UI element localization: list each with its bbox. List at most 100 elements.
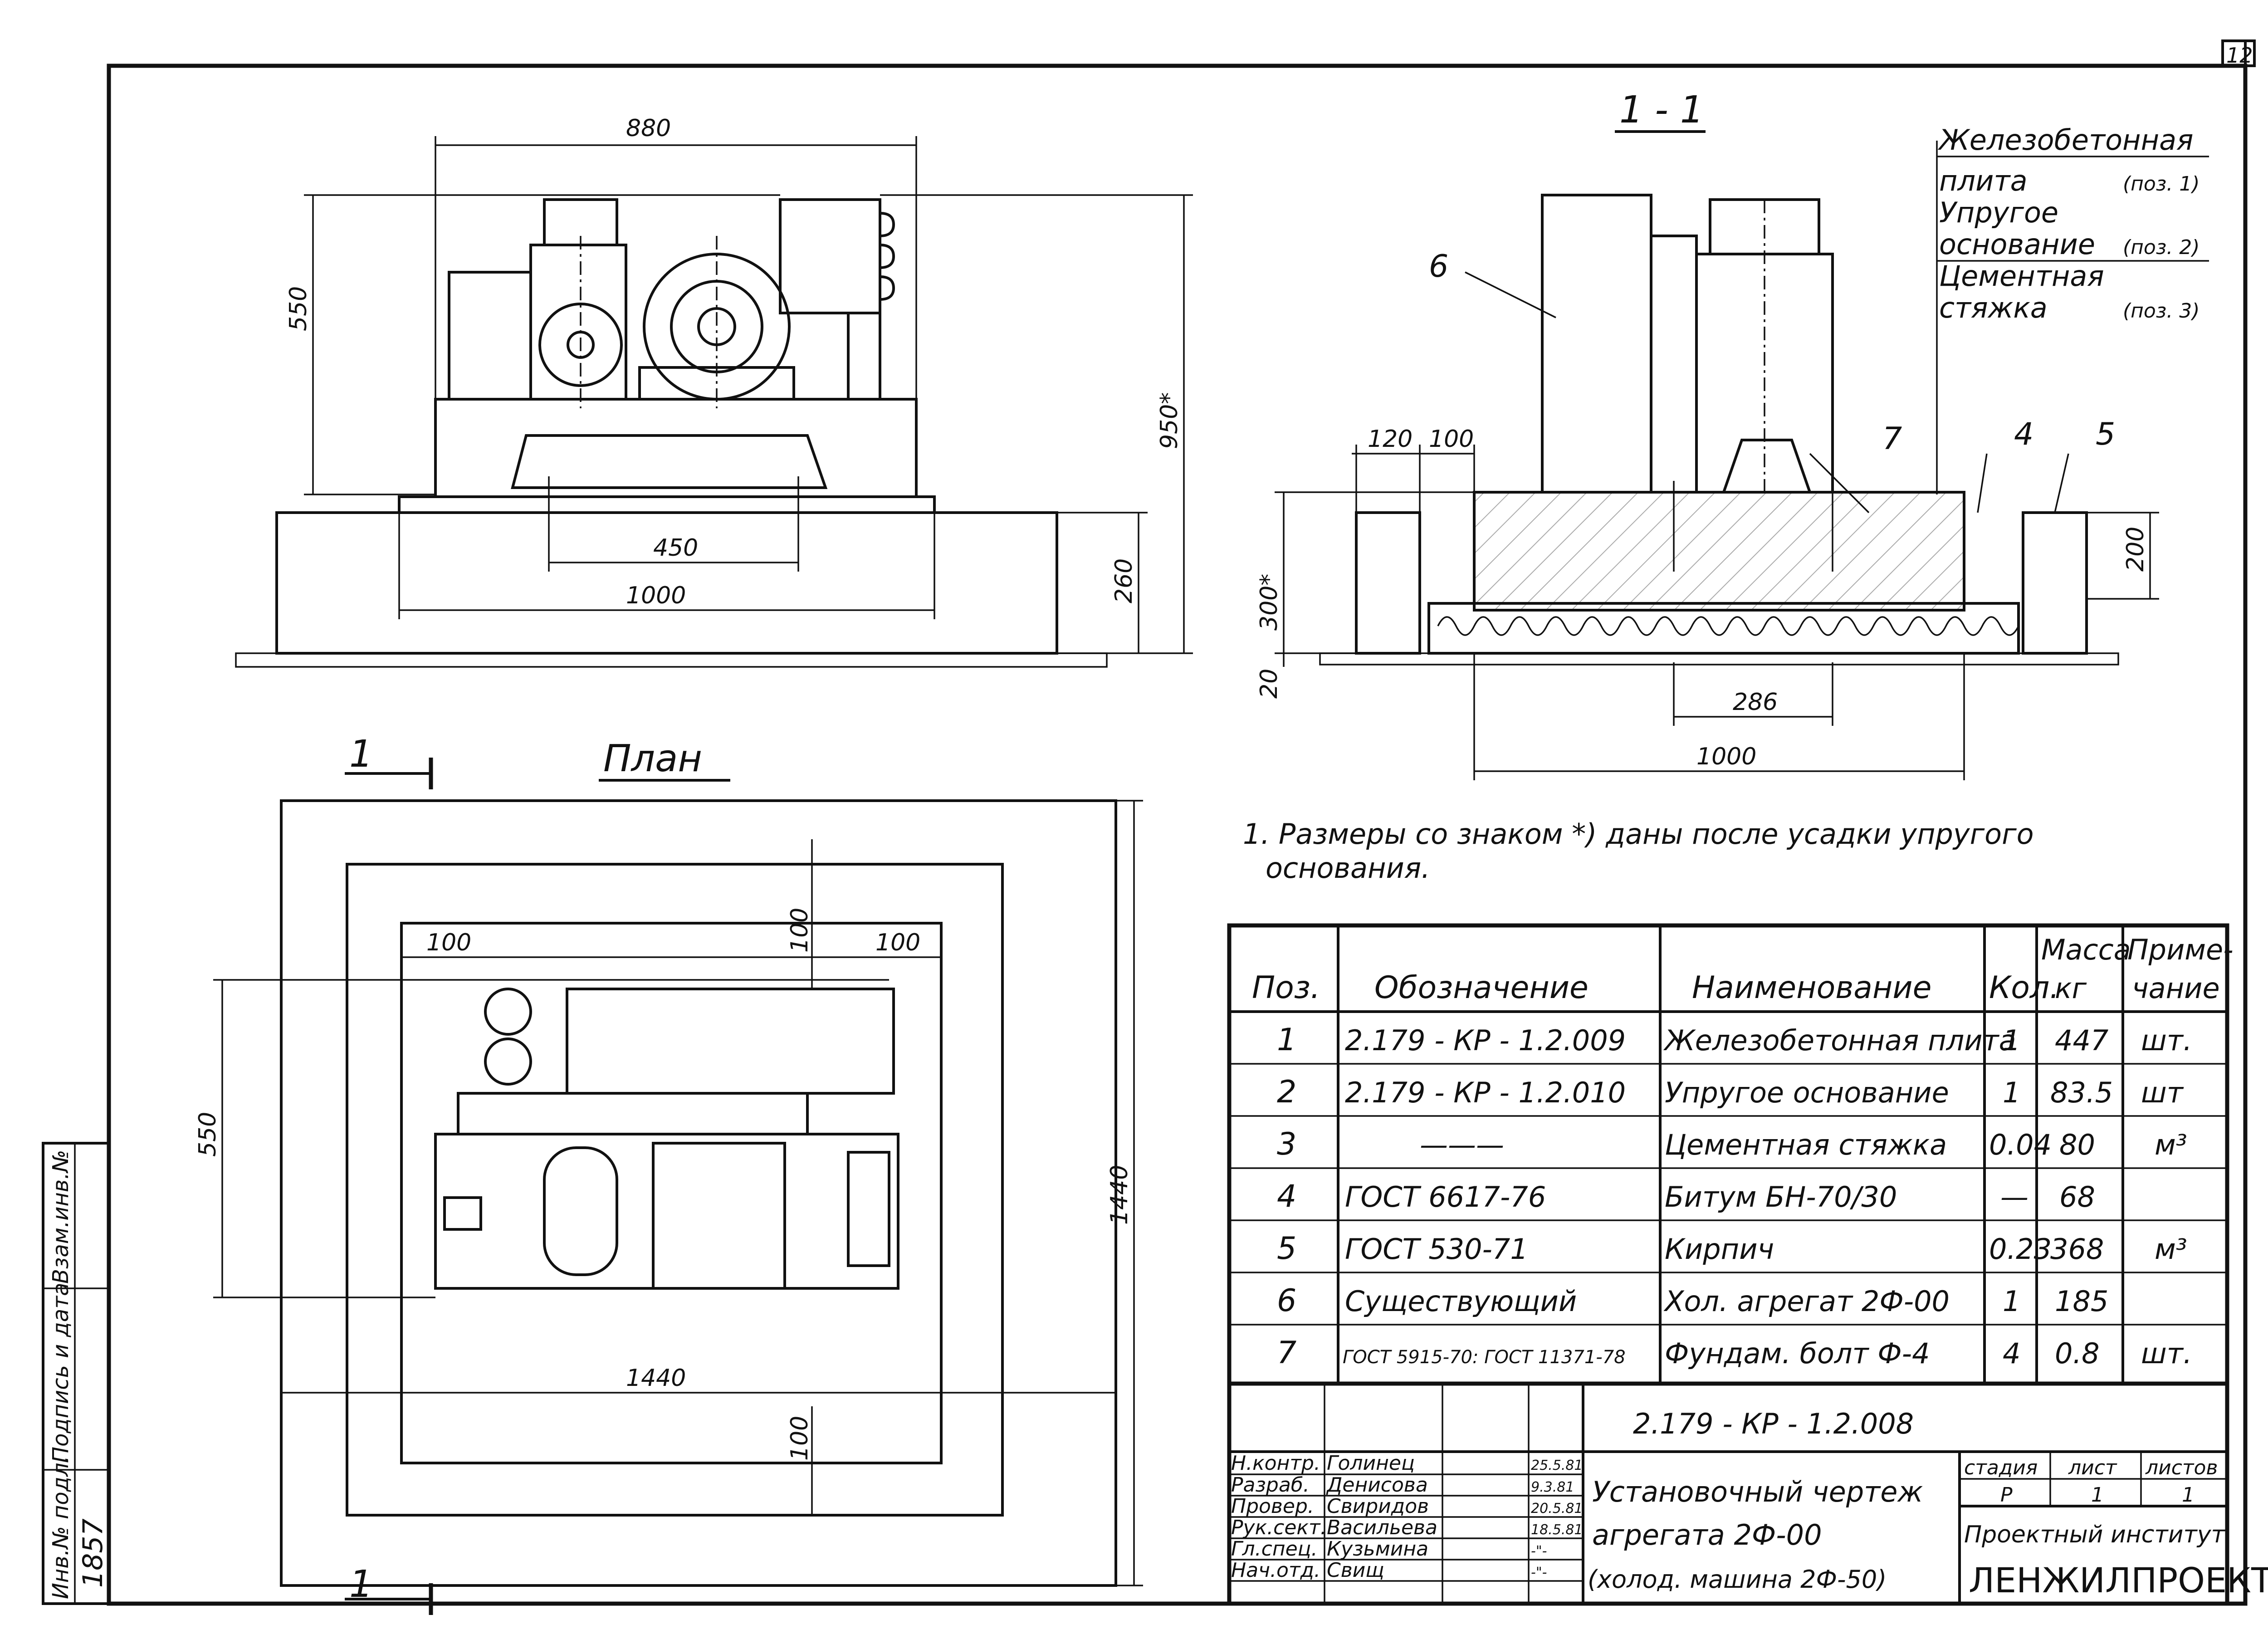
sig-name: Свиридов xyxy=(1327,1495,1429,1518)
sheet-value: 1 xyxy=(2091,1483,2104,1507)
cell-pos: 7 xyxy=(1277,1335,1296,1371)
spec-table-row: 4 ГОСТ 6617-76 Битум БН-70/30 — 68 xyxy=(1277,1179,2095,1214)
signature-row: Рук.сект. Васильева 18.5.81 xyxy=(1231,1516,1583,1539)
cell-designation: Существующий xyxy=(1345,1285,1577,1318)
sheet-number: 12 xyxy=(2226,43,2253,68)
cell-qty: 1 xyxy=(2003,1076,2020,1109)
sig-role: Разраб. xyxy=(1231,1473,1310,1497)
plan-view xyxy=(213,758,1143,1615)
cell-note: м³ xyxy=(2155,1128,2187,1161)
spec-table-grid xyxy=(1227,923,2229,1386)
sig-role: Нач.отд. xyxy=(1231,1559,1320,1582)
legend-1-line2: плита xyxy=(1939,164,2028,197)
plan-dim-550: 550 xyxy=(194,1112,221,1157)
signature-row: Нач.отд. Свищ -"- xyxy=(1231,1559,1547,1582)
sig-date: -"- xyxy=(1531,1543,1547,1559)
sig-role: Гл.спец. xyxy=(1231,1537,1318,1561)
cell-mass: 185 xyxy=(2055,1285,2108,1318)
cell-name: Фундам. болт Ф-4 xyxy=(1665,1337,1930,1370)
th-note-2: чание xyxy=(2132,972,2220,1005)
cell-mass: 80 xyxy=(2059,1128,2095,1161)
th-mass-1: Масса xyxy=(2041,933,2131,966)
cell-name: Хол. агрегат 2Ф-00 xyxy=(1663,1285,1950,1318)
sig-name: Голинец xyxy=(1327,1452,1415,1475)
legend-1-ref: (поз. 1) xyxy=(2123,172,2200,196)
spec-table-row: 5 ГОСТ 530-71 Кирпич 0.23 368 м³ xyxy=(1277,1231,2187,1267)
th-mass-2: кг xyxy=(2055,972,2087,1005)
stage-value: Р xyxy=(2000,1483,2013,1507)
spec-table-row: 2 2.179 - КР - 1.2.010 Упругое основание… xyxy=(1277,1074,2184,1110)
th-designation: Обозначение xyxy=(1374,970,1589,1006)
plan-dim-100a: 100 xyxy=(426,929,471,956)
spec-table-row: 6 Существующий Хол. агрегат 2Ф-00 1 185 xyxy=(1277,1283,2108,1319)
cell-mass: 368 xyxy=(2050,1233,2104,1266)
spec-table-row: 3 ——— Цементная стяжка 0.04 80 м³ xyxy=(1277,1126,2187,1162)
sig-date: 9.3.81 xyxy=(1531,1479,1574,1495)
cell-qty: 1 xyxy=(2003,1024,2020,1057)
side-stamp xyxy=(42,1142,110,1605)
legend-2-ref: (поз. 2) xyxy=(2123,236,2200,259)
sheet-label: лист xyxy=(2068,1456,2117,1479)
legend-3-line2: стяжка xyxy=(1939,291,2048,324)
section-view xyxy=(1275,141,2159,780)
dim-20: 20 xyxy=(1256,669,1283,699)
section-title: 1 - 1 xyxy=(1619,88,1704,132)
sig-name: Свищ xyxy=(1327,1559,1384,1582)
title-line2: агрегата 2Ф-00 xyxy=(1592,1518,1822,1551)
sheets-label: листов xyxy=(2145,1456,2218,1479)
cell-qty: 0.04 xyxy=(1989,1128,2052,1161)
dim-1000: 1000 xyxy=(1696,743,1756,770)
cell-pos: 2 xyxy=(1277,1074,1296,1110)
plan-dim-1440-width: 1440 xyxy=(626,1365,686,1392)
cell-name: Цементная стяжка xyxy=(1665,1128,1947,1161)
front-elevation xyxy=(235,136,1193,668)
cell-note: шт. xyxy=(2141,1337,2192,1370)
cell-designation: ГОСТ 530-71 xyxy=(1345,1233,1528,1266)
dim-anchor-spacing: 450 xyxy=(653,534,698,562)
cell-designation: ——— xyxy=(1420,1128,1504,1161)
th-pos: Поз. xyxy=(1252,970,1320,1006)
signature-row: Гл.спец. Кузьмина -"- xyxy=(1231,1537,1547,1561)
th-qty: Кол. xyxy=(1989,970,2059,1006)
dim-300: 300* xyxy=(1256,574,1283,631)
title-block-grid xyxy=(1227,1381,2229,1606)
dim-width-top: 880 xyxy=(626,115,671,142)
legend-1-line1: Железобетонная xyxy=(1937,123,2193,157)
cell-designation: ГОСТ 6617-76 xyxy=(1345,1180,1546,1214)
plan-dim-100d: 100 xyxy=(786,1416,813,1461)
callout-4: 4 xyxy=(2014,416,2033,452)
stage-label: стадия xyxy=(1964,1456,2038,1479)
cell-qty: 0.23 xyxy=(1989,1233,2052,1266)
signature-row: Н.контр. Голинец 25.5.81 xyxy=(1231,1452,1583,1475)
callout-6: 6 xyxy=(1429,249,1448,284)
cell-note: шт xyxy=(2141,1076,2184,1109)
institute: Проектный институт xyxy=(1964,1521,2226,1548)
cell-note: шт. xyxy=(2141,1024,2192,1057)
legend-2-line1: Упругое xyxy=(1939,196,2058,229)
plan-dim-100c: 100 xyxy=(786,908,813,953)
note-line2: основания. xyxy=(1266,851,1430,885)
cell-mass: 83.5 xyxy=(2050,1076,2113,1109)
sig-date: 18.5.81 xyxy=(1531,1522,1583,1538)
cell-pos: 6 xyxy=(1277,1283,1296,1319)
cell-mass: 68 xyxy=(2059,1180,2095,1214)
cell-name: Железобетонная плита xyxy=(1663,1024,2016,1057)
drawing-code: 2.179 - КР - 1.2.008 xyxy=(1633,1407,1914,1440)
dim-base-width: 1000 xyxy=(626,582,686,609)
sig-name: Денисова xyxy=(1326,1473,1428,1497)
cell-pos: 5 xyxy=(1277,1231,1296,1267)
sig-name: Кузьмина xyxy=(1327,1537,1428,1561)
cell-qty: — xyxy=(2000,1180,2028,1214)
legend-2-line2: основание xyxy=(1939,228,2095,261)
cell-qty: 1 xyxy=(2003,1285,2020,1318)
inv-value: 1857 xyxy=(77,1518,109,1588)
sheet-frame xyxy=(107,39,2256,1606)
sig-date: 25.5.81 xyxy=(1531,1458,1583,1473)
title-line1: Установочный чертеж xyxy=(1592,1475,1923,1508)
cell-designation: 2.179 - КР - 1.2.010 xyxy=(1345,1076,1626,1109)
cell-pos: 3 xyxy=(1277,1126,1296,1162)
dim-height-left: 550 xyxy=(285,286,312,331)
organization: ЛЕНЖИЛПРОЕКТ xyxy=(1969,1560,2268,1600)
section-marker-top: 1 xyxy=(349,733,373,776)
